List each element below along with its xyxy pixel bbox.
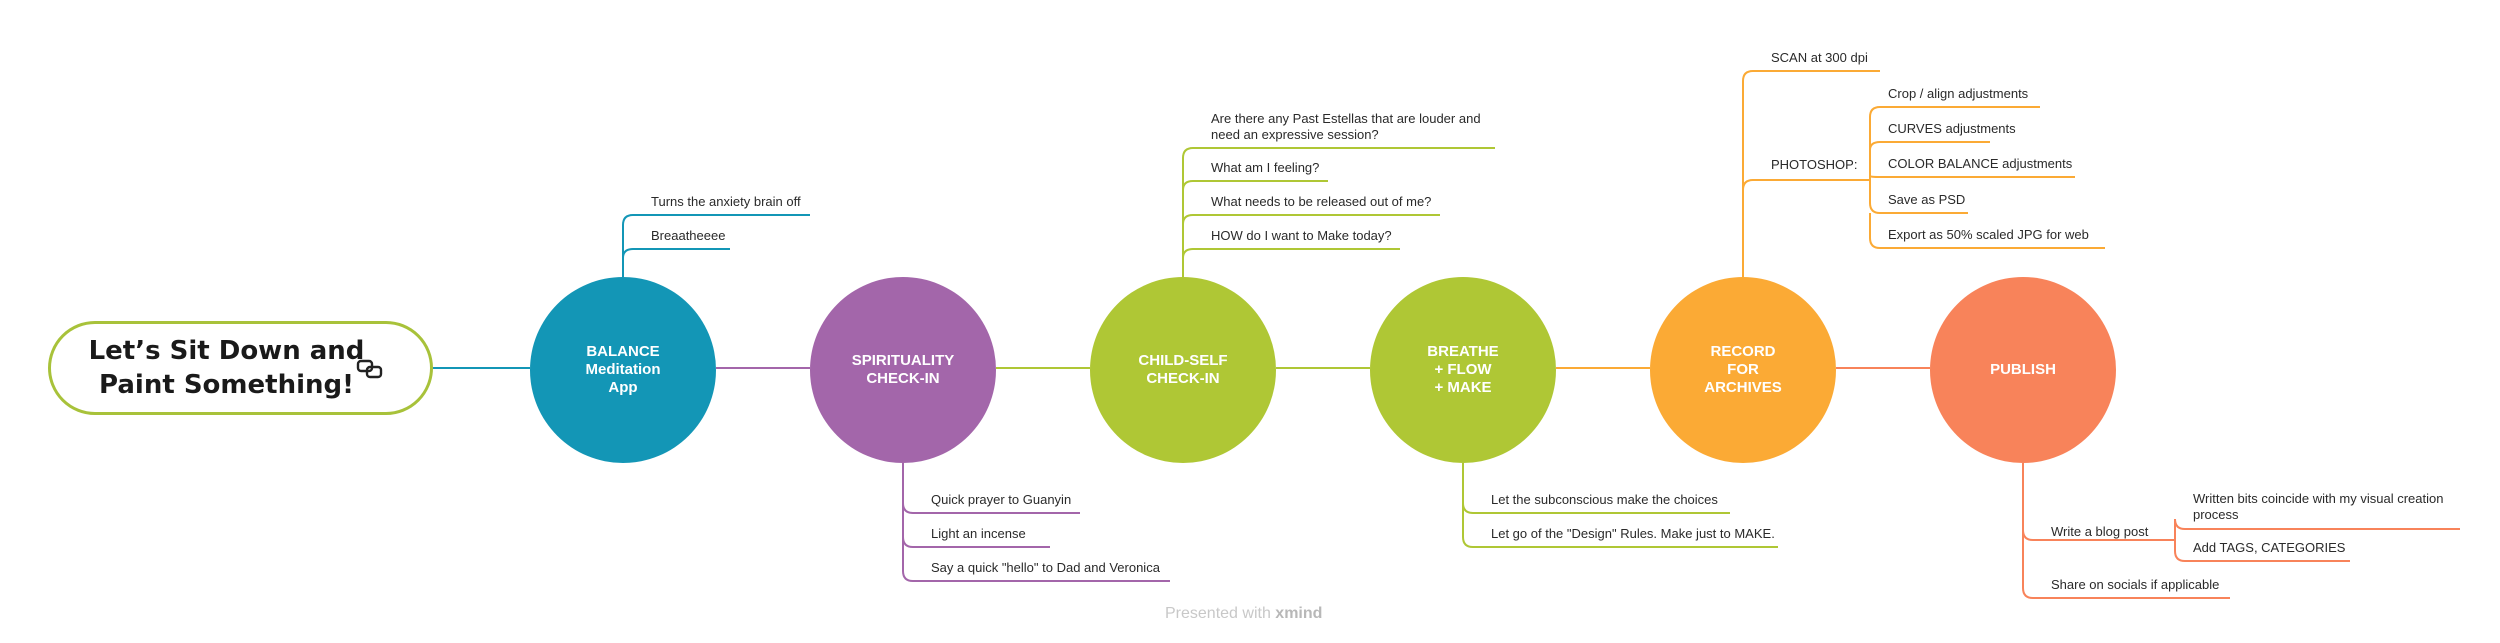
photoshop-item[interactable]: COLOR BALANCE adjustments (1888, 156, 2073, 171)
spirituality-item[interactable]: Quick prayer to Guanyin (931, 492, 1072, 507)
balance-item[interactable]: Turns the anxiety brain off (651, 194, 801, 209)
footer-brand[interactable]: xmind (1275, 605, 1323, 622)
blog-item[interactable]: Written bits coincide with my visual cre… (2193, 491, 2444, 522)
blog-item[interactable]: Add TAGS, CATEGORIES (2193, 540, 2346, 555)
balance-item[interactable]: Breaatheeee (651, 228, 726, 243)
breathe-item[interactable]: Let go of the "Design" Rules. Make just … (1491, 526, 1775, 541)
node-publish-label: PUBLISH (1990, 361, 2056, 378)
footer-credit: Presented with xmind (1165, 605, 1322, 623)
record-photoshop[interactable]: PHOTOSHOP: (1771, 157, 1858, 172)
photoshop-item[interactable]: Save as PSD (1888, 192, 1966, 207)
central-topic[interactable]: Let’s Sit Down and Paint Something! (48, 321, 433, 415)
child-item[interactable]: Are there any Past Estellas that are lou… (1211, 111, 1481, 142)
child-item[interactable]: HOW do I want to Make today? (1211, 228, 1392, 243)
link-icon[interactable] (356, 358, 384, 385)
spirituality-item[interactable]: Light an incense (931, 526, 1026, 541)
spirituality-item[interactable]: Say a quick "hello" to Dad and Veronica (931, 560, 1160, 575)
publish-share[interactable]: Share on socials if applicable (2051, 577, 2220, 592)
node-balance-label: BALANCE Meditation App (585, 343, 661, 396)
node-record[interactable]: RECORD FOR ARCHIVES (1650, 277, 1836, 463)
node-publish[interactable]: PUBLISH (1930, 277, 2116, 463)
node-child-self[interactable]: CHILD-SELF CHECK-IN (1090, 277, 1276, 463)
node-spirituality[interactable]: SPIRITUALITY CHECK-IN (810, 277, 996, 463)
photoshop-item[interactable]: Export as 50% scaled JPG for web (1888, 227, 2089, 242)
node-record-label: RECORD FOR ARCHIVES (1704, 343, 1782, 396)
node-breathe[interactable]: BREATHE + FLOW + MAKE (1370, 277, 1556, 463)
breathe-item[interactable]: Let the subconscious make the choices (1491, 492, 1718, 507)
publish-blog[interactable]: Write a blog post (2051, 524, 2149, 539)
photoshop-item[interactable]: Crop / align adjustments (1888, 86, 2029, 101)
node-balance[interactable]: BALANCE Meditation App (530, 277, 716, 463)
footer-prefix: Presented with (1165, 605, 1271, 622)
child-item[interactable]: What needs to be released out of me? (1211, 194, 1432, 209)
node-spirituality-label: SPIRITUALITY CHECK-IN (851, 352, 955, 387)
node-breathe-label: BREATHE + FLOW + MAKE (1427, 343, 1499, 396)
record-scan[interactable]: SCAN at 300 dpi (1771, 50, 1868, 65)
photoshop-item[interactable]: CURVES adjustments (1888, 121, 2016, 136)
central-topic-label: Let’s Sit Down and Paint Something! (88, 336, 365, 400)
node-child-self-label: CHILD-SELF CHECK-IN (1138, 352, 1228, 387)
child-item[interactable]: What am I feeling? (1211, 160, 1320, 175)
